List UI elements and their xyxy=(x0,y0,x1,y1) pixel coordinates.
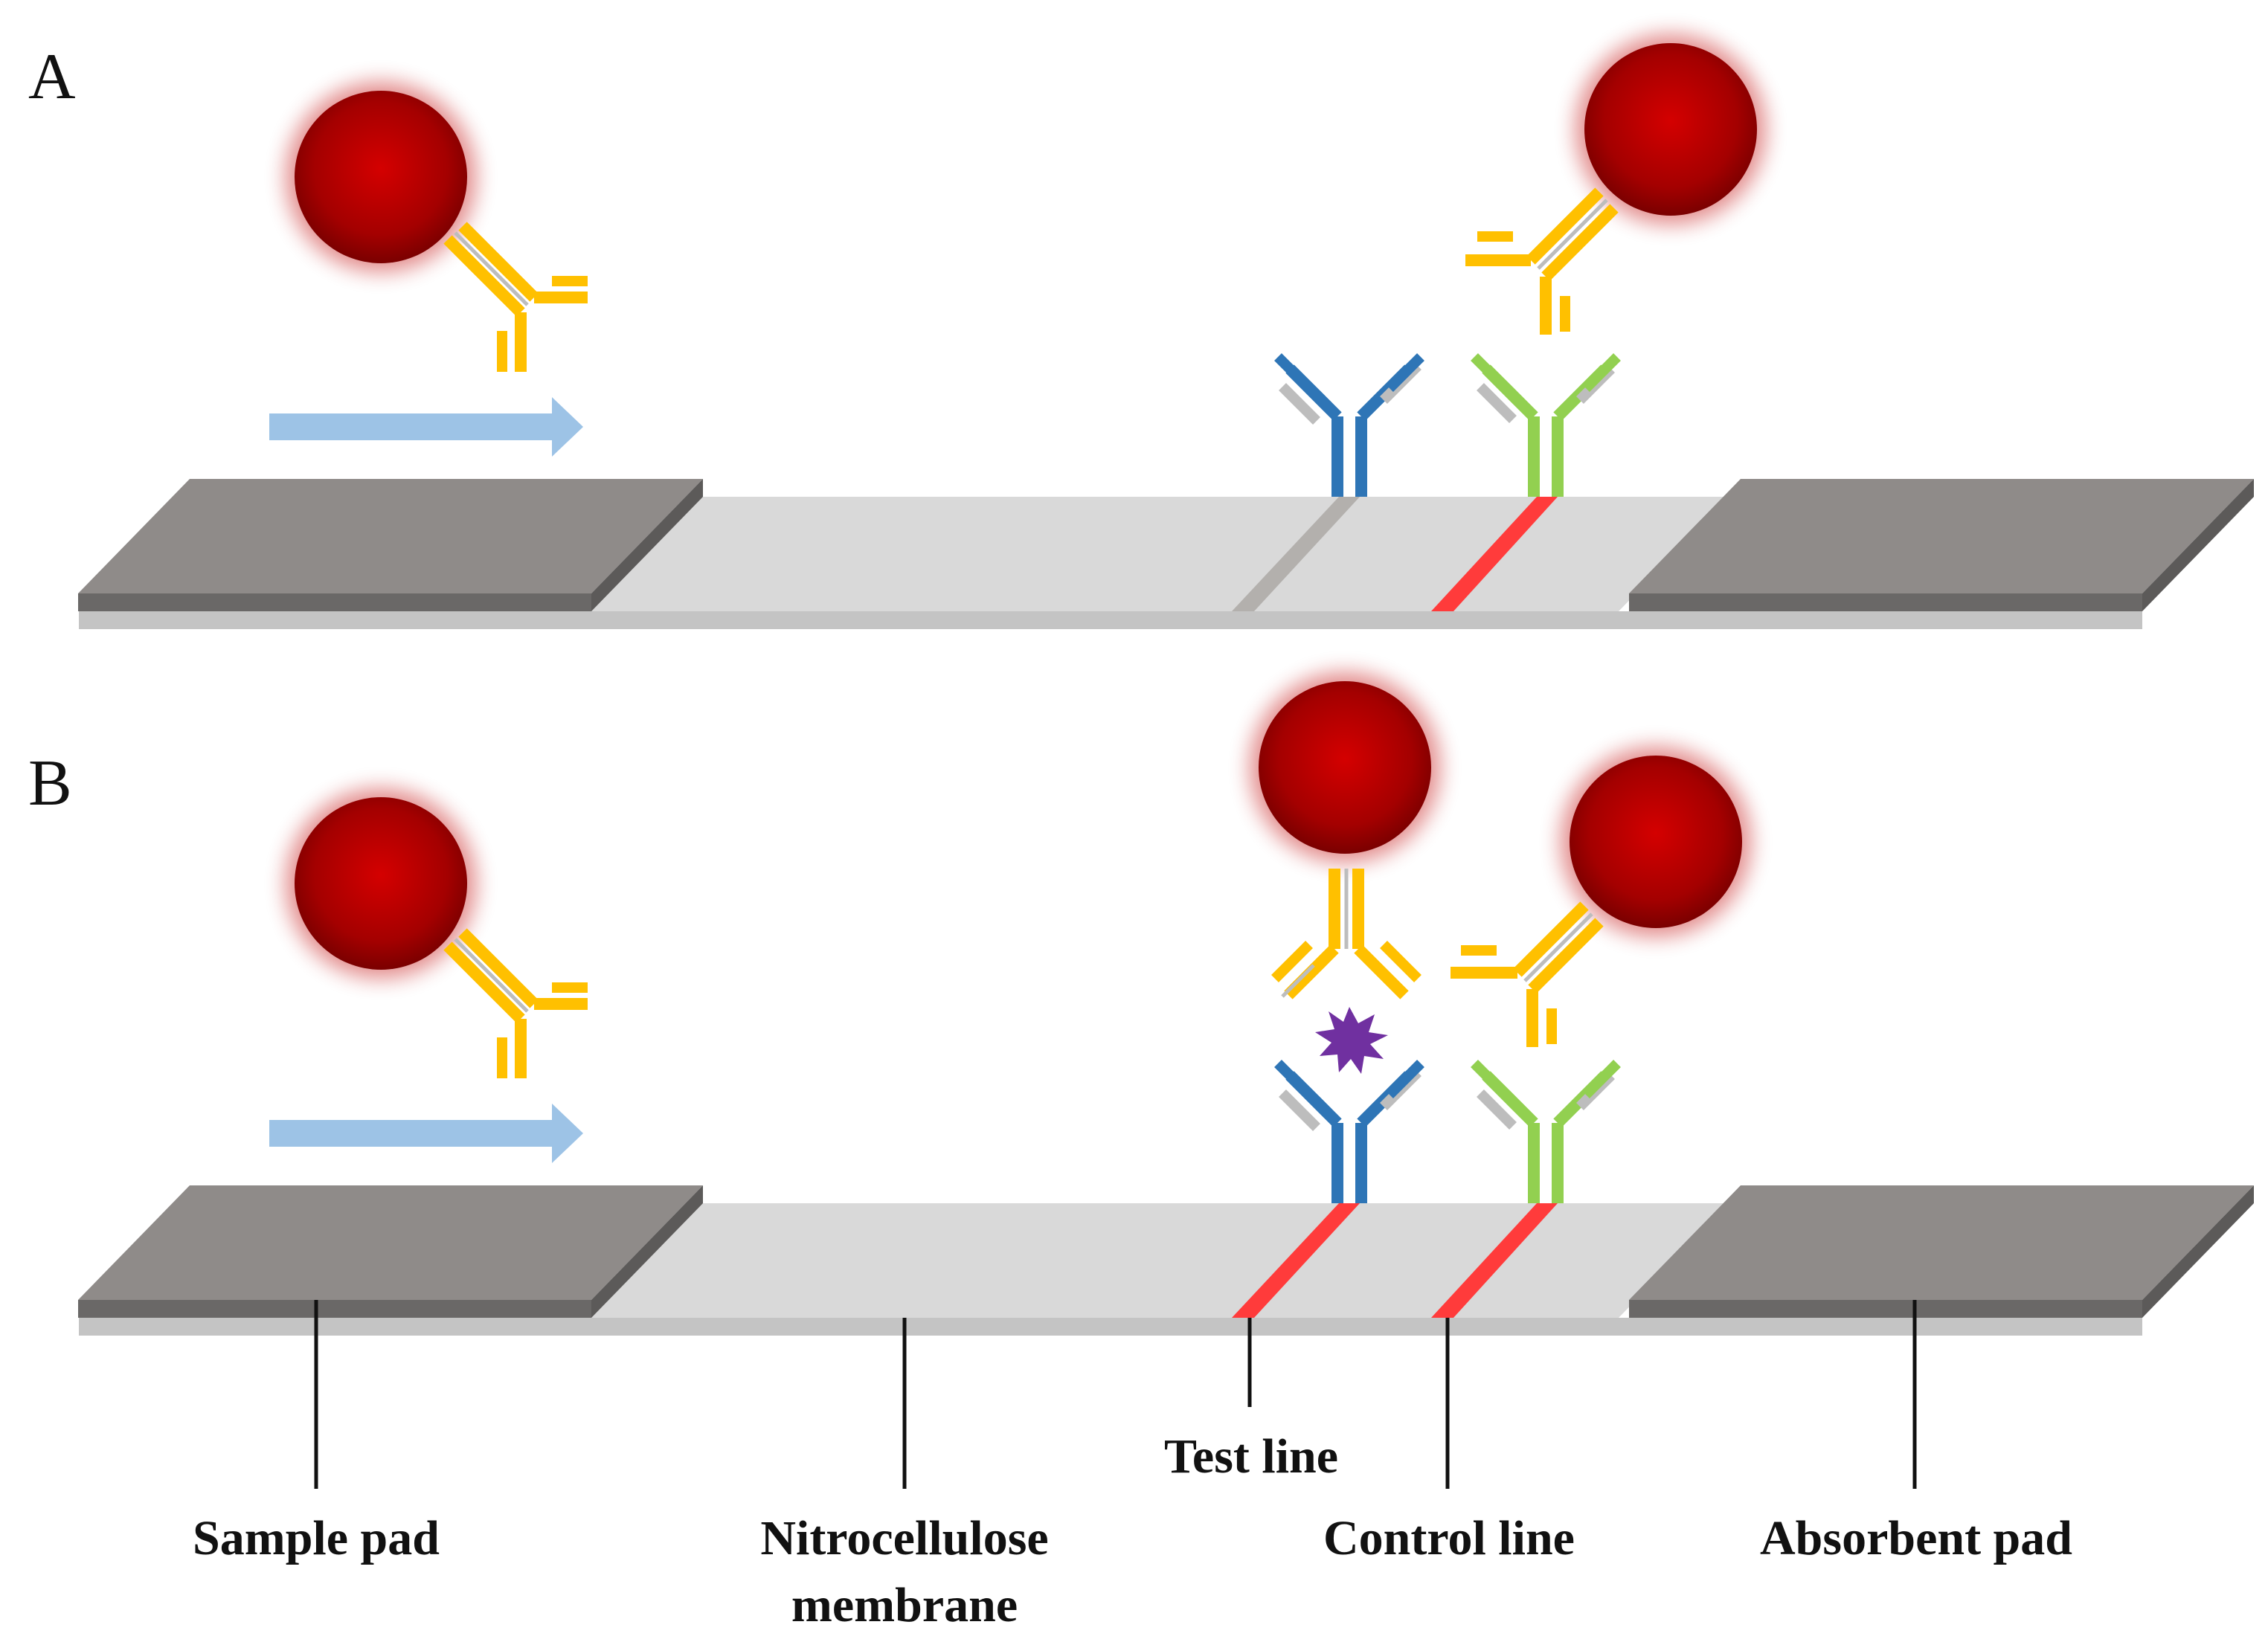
gold-nanoparticle-conjugate-b xyxy=(286,788,588,1078)
flow-arrow-a xyxy=(269,397,583,457)
flow-arrow-b xyxy=(269,1104,583,1163)
panel-letter-a: A xyxy=(28,41,76,113)
control-antibody-b xyxy=(1471,1060,1621,1203)
gold-nanoparticle-conjugate-control-b xyxy=(1451,747,1751,1047)
gold-nanoparticle xyxy=(1584,43,1757,216)
label-absorbent-pad: Absorbent pad xyxy=(1760,1511,2072,1565)
backing-b xyxy=(79,1318,2142,1336)
absorbent-pad-b xyxy=(1629,1185,2254,1318)
label-control-line: Control line xyxy=(1323,1511,1575,1565)
nitrocellulose-membrane-b xyxy=(588,1203,1730,1318)
capture-antibody-b xyxy=(1274,1060,1424,1203)
sample-pad-a xyxy=(78,479,703,611)
gold-nanoparticle xyxy=(1570,756,1742,928)
absorbent-pad-a xyxy=(1629,479,2254,611)
detection-antibody xyxy=(443,222,588,372)
analyte-star xyxy=(1315,1007,1388,1074)
detection-antibody xyxy=(443,928,588,1078)
backing-a xyxy=(79,611,2142,629)
test-strip-a xyxy=(78,479,2254,629)
gold-nanoparticle-conjugate-control-a xyxy=(1465,34,1766,335)
leader-lines xyxy=(314,1300,1917,1489)
capture-antibody-a xyxy=(1274,353,1424,497)
detection-antibody xyxy=(1465,187,1619,335)
control-antibody-a xyxy=(1471,353,1621,497)
detection-antibody xyxy=(1451,901,1604,1047)
detection-antibody xyxy=(1271,869,1421,999)
panel-letter-b: B xyxy=(28,747,72,820)
gold-nanoparticle xyxy=(1259,681,1431,854)
gold-nanoparticle xyxy=(295,91,467,263)
nitrocellulose-membrane-a xyxy=(588,497,1730,611)
label-sample-pad: Sample pad xyxy=(193,1511,440,1565)
test-strip-b xyxy=(78,1185,2254,1336)
control-line-a xyxy=(1431,497,1558,611)
gold-nanoparticle xyxy=(295,797,467,970)
label-membrane-line1: Nitrocellulose xyxy=(760,1511,1048,1565)
label-test-line: Test line xyxy=(1164,1429,1338,1484)
control-line-b xyxy=(1431,1203,1558,1318)
label-membrane-line2: membrane xyxy=(791,1578,1018,1632)
sample-pad-b xyxy=(78,1185,703,1318)
gold-nanoparticle-conjugate-test-b xyxy=(1250,672,1440,999)
test-line-a xyxy=(1232,497,1360,611)
test-line-b xyxy=(1232,1203,1360,1318)
gold-nanoparticle-conjugate-a xyxy=(286,82,588,372)
